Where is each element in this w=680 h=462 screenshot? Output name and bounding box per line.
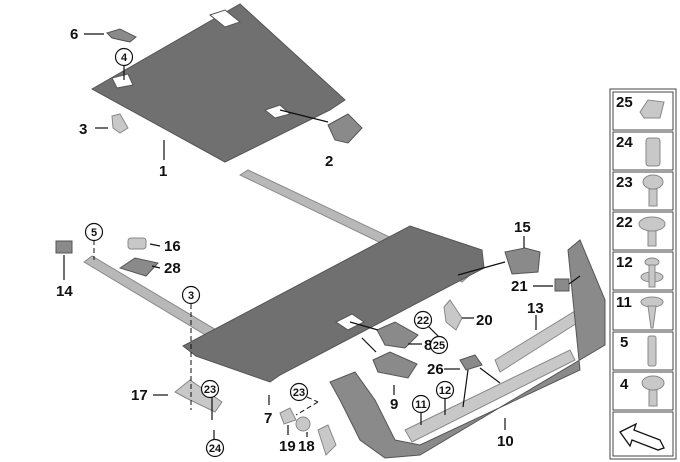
panel-notch: [111, 73, 134, 89]
cover-2: [327, 113, 363, 144]
svg-text:12: 12: [616, 254, 633, 271]
svg-text:22: 22: [417, 315, 429, 327]
callout-circled-3: 3: [181, 285, 201, 305]
bracket-17: [174, 379, 223, 413]
legend-item-22: 22: [612, 211, 674, 251]
part-18: [295, 416, 311, 432]
callout-18: 18: [298, 438, 315, 455]
callout-16: 16: [164, 238, 181, 255]
legend-item-11: 11: [612, 291, 674, 331]
callout-20: 20: [476, 312, 493, 329]
legend-item-24: 24: [612, 131, 674, 171]
svg-text:5: 5: [620, 334, 628, 351]
sill-10: [329, 239, 606, 459]
callout-7: 7: [264, 410, 272, 427]
svg-text:24: 24: [616, 134, 633, 151]
svg-text:11: 11: [616, 294, 632, 311]
svg-text:23: 23: [293, 387, 305, 399]
svg-text:22: 22: [616, 214, 633, 231]
callout-circled-23a: 23: [200, 379, 220, 399]
panel-notch: [208, 9, 242, 28]
callout-circled-4: 4: [114, 47, 134, 67]
legend-item-5: 5: [612, 331, 674, 371]
part-9: [372, 351, 418, 379]
svg-text:25: 25: [616, 94, 633, 111]
part-28: [118, 257, 159, 277]
callout-26: 26: [427, 361, 444, 378]
callout-3: 3: [79, 121, 87, 138]
svg-text:4: 4: [620, 376, 629, 393]
callout-circled-5: 5: [84, 222, 104, 242]
part-16: [127, 237, 147, 250]
hinge-part: [317, 424, 337, 456]
part-15: [504, 247, 541, 275]
callout-13: 13: [527, 300, 544, 317]
bracket-20: [443, 299, 463, 331]
callout-2: 2: [325, 153, 333, 170]
svg-text:11: 11: [415, 399, 427, 411]
callout-9: 9: [390, 396, 398, 413]
svg-text:4: 4: [121, 52, 128, 64]
callout-8: 8: [424, 337, 432, 354]
svg-text:24: 24: [209, 443, 222, 455]
callout-circled-25: 25: [429, 335, 449, 355]
legend-item-4: 4: [612, 371, 674, 411]
legend-item-12: 12: [612, 251, 674, 291]
legend-item-25: 25: [612, 91, 674, 131]
callout-circled-22: 22: [413, 310, 433, 330]
svg-text:23: 23: [204, 384, 216, 396]
callout-6: 6: [70, 26, 78, 43]
cover-8: [376, 321, 419, 349]
callout-19: 19: [279, 438, 296, 455]
callout-circled-24: 24: [205, 438, 225, 458]
sill-strip: [404, 349, 576, 443]
callout-14: 14: [56, 283, 73, 300]
clip-3: [111, 113, 129, 134]
part-19: [279, 407, 297, 425]
part-14: [55, 240, 73, 254]
cover-6: [106, 28, 137, 43]
svg-text:12: 12: [439, 385, 451, 397]
callout-1: 1: [159, 163, 167, 180]
callout-28: 28: [164, 260, 181, 277]
svg-text:3: 3: [188, 290, 194, 302]
floor-panel-7: [182, 225, 485, 383]
legend-arrow-cell: [612, 411, 674, 457]
svg-text:5: 5: [91, 227, 97, 239]
legend-item-23: 23: [612, 171, 674, 211]
callout-circled-12: 12: [435, 380, 455, 400]
arrow-icon: [619, 422, 665, 451]
callout-15: 15: [514, 219, 531, 236]
trim-13: [494, 310, 586, 373]
svg-text:23: 23: [616, 174, 633, 191]
part-26: [459, 354, 483, 371]
callout-21: 21: [511, 278, 528, 295]
fastener-legend: 25 24 23 22 12 11 5 4: [609, 88, 677, 460]
panel-notch: [263, 104, 292, 119]
callout-17: 17: [131, 387, 148, 404]
callout-10: 10: [497, 433, 514, 450]
svg-text:25: 25: [433, 340, 445, 352]
callout-circled-23b: 23: [289, 382, 309, 402]
part-21: [554, 278, 570, 292]
callout-circled-11: 11: [411, 394, 431, 414]
